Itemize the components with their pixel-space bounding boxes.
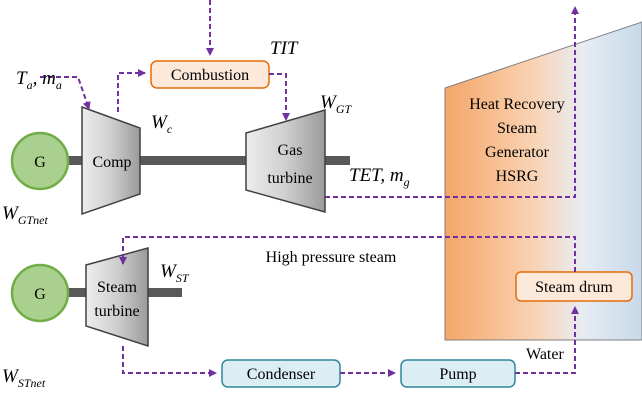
hrsg-body <box>444 21 642 341</box>
gas-generator-label: G <box>34 154 46 171</box>
hrsg-label-line1: Heat Recovery <box>469 96 565 113</box>
steam-drum-label: Steam drum <box>535 279 613 296</box>
feedwater-arrow <box>515 306 579 374</box>
wst-label: WST <box>160 261 190 285</box>
hot-gas-arrow <box>269 73 290 121</box>
gas-turbine-label-line2: turbine <box>267 170 312 187</box>
wgtnet-label: WGTnet <box>2 203 48 227</box>
gas-turbine <box>245 109 326 213</box>
steam-generator-label: G <box>34 286 46 303</box>
exhaust-steam-arrow <box>122 346 217 377</box>
wgt-label: WGT <box>320 92 352 116</box>
tet-mg-label: TET, mg <box>349 165 410 189</box>
steam-turbine-label-line2: turbine <box>94 303 139 320</box>
ta-ma-label: Ta, ma <box>16 68 62 92</box>
steam-turbine <box>85 247 149 348</box>
tit-label: TIT <box>270 38 299 59</box>
combustion-label: Combustion <box>171 67 249 84</box>
compressed-air-arrow <box>117 69 146 112</box>
steam-turbine-label-line1: Steam <box>97 279 138 296</box>
compressor-label: Comp <box>92 154 131 171</box>
pump-label: Pump <box>439 366 476 383</box>
hrsg-label-line2: Steam <box>497 120 538 137</box>
compressor <box>81 105 141 216</box>
gas-cycle-shaft <box>66 156 350 165</box>
air-inlet-arrow <box>40 76 91 110</box>
wstnet-label: WSTnet <box>2 366 46 390</box>
hrsg-label-line3: Generator <box>485 144 550 161</box>
water-label: Water <box>526 346 564 363</box>
gas-generator <box>10 131 70 191</box>
exhaust-gas-arrow <box>325 6 579 198</box>
hrsg-label-line4: HSRG <box>496 168 539 185</box>
steam-generator <box>10 263 70 323</box>
condenser-label: Condenser <box>247 366 316 383</box>
wc-label: Wc <box>151 112 173 136</box>
gas-turbine-label-line1: Gas <box>278 142 303 159</box>
high-pressure-steam-arrow <box>119 236 576 272</box>
high-pressure-steam-label: High pressure steam <box>266 249 397 266</box>
